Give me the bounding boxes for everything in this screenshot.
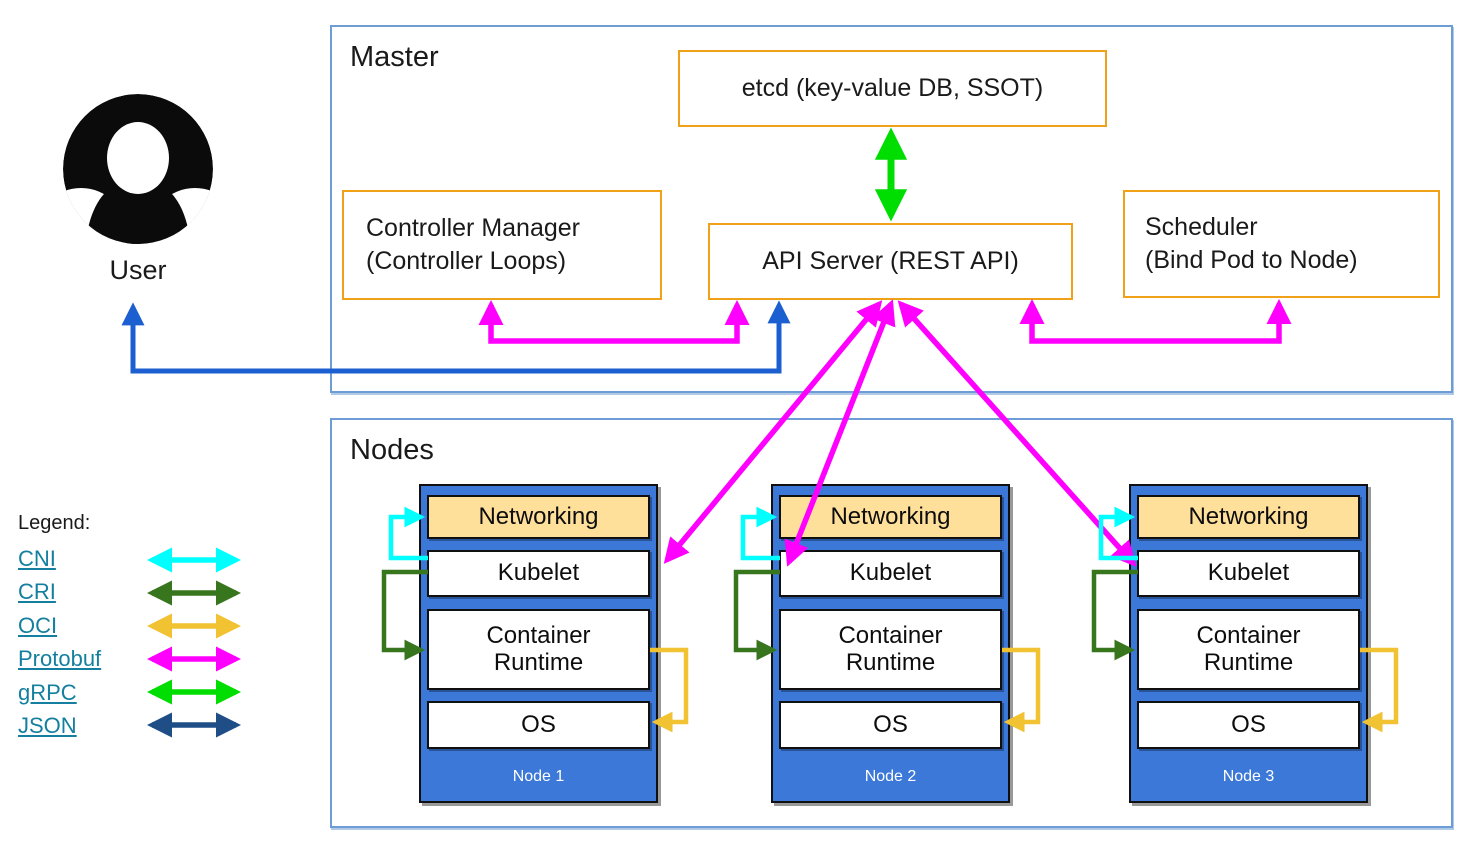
legend-link-protobuf[interactable]: Protobuf — [18, 646, 102, 672]
node-2-container-runtime-layer: Container Runtime — [779, 609, 1002, 690]
scheduler-line2: (Bind Pod to Node) — [1145, 246, 1358, 274]
node-1-title: Node 1 — [512, 768, 565, 785]
controller-manager-box: Controller Manager (Controller Loops) — [342, 190, 662, 300]
etcd-label: etcd (key-value DB, SSOT) — [741, 73, 1044, 102]
scheduler-label: Scheduler (Bind Pod to Node) — [1145, 211, 1358, 278]
node-2-os-layer: OS — [779, 701, 1002, 749]
node-3-title: Node 3 — [1222, 768, 1275, 785]
controller-manager-line2: (Controller Loops) — [366, 247, 567, 275]
node-3-networking-layer: Networking — [1137, 495, 1360, 539]
legend-link-cri[interactable]: CRI — [18, 579, 56, 605]
legend: Legend: CNI CRI OCI Protobuf gRPC JSON — [18, 512, 101, 742]
legend-link-json[interactable]: JSON — [18, 713, 77, 739]
node-3-kubelet-layer: Kubelet — [1137, 550, 1360, 597]
node-3-os-layer: OS — [1137, 701, 1360, 749]
node-2-title: Node 2 — [864, 768, 917, 785]
node-1-stack: Networking Kubelet Container Runtime OS … — [419, 484, 658, 803]
controller-manager-line1: Controller Manager — [366, 213, 580, 242]
master-label: Master — [350, 41, 439, 73]
legend-link-grpc[interactable]: gRPC — [18, 679, 77, 705]
legend-title: Legend: — [18, 512, 91, 534]
scheduler-line1: Scheduler — [1145, 212, 1258, 241]
node-2-stack: Networking Kubelet Container Runtime OS … — [771, 484, 1010, 803]
legend-link-cni[interactable]: CNI — [18, 546, 56, 571]
api-server-box: API Server (REST API) — [708, 223, 1073, 300]
legend-link-oci[interactable]: OCI — [18, 612, 58, 638]
controller-manager-label: Controller Manager (Controller Loops) — [366, 212, 580, 279]
node-3-stack: Networking Kubelet Container Runtime OS … — [1129, 484, 1368, 803]
node-2-kubelet-layer: Kubelet — [779, 550, 1002, 597]
nodes-label: Nodes — [350, 434, 434, 466]
node-1-os-layer: OS — [427, 701, 650, 749]
node-3-container-runtime-layer: Container Runtime — [1137, 609, 1360, 690]
node-2-networking-layer: Networking — [779, 495, 1002, 539]
user-avatar-icon — [63, 94, 213, 244]
node-1-container-runtime-layer: Container Runtime — [427, 609, 650, 690]
scheduler-box: Scheduler (Bind Pod to Node) — [1123, 190, 1440, 298]
node-1-kubelet-layer: Kubelet — [427, 550, 650, 597]
api-server-label: API Server (REST API) — [762, 246, 1019, 275]
node-1-networking-layer: Networking — [427, 495, 650, 539]
etcd-box: etcd (key-value DB, SSOT) — [678, 50, 1107, 127]
user-label: User — [109, 255, 167, 285]
